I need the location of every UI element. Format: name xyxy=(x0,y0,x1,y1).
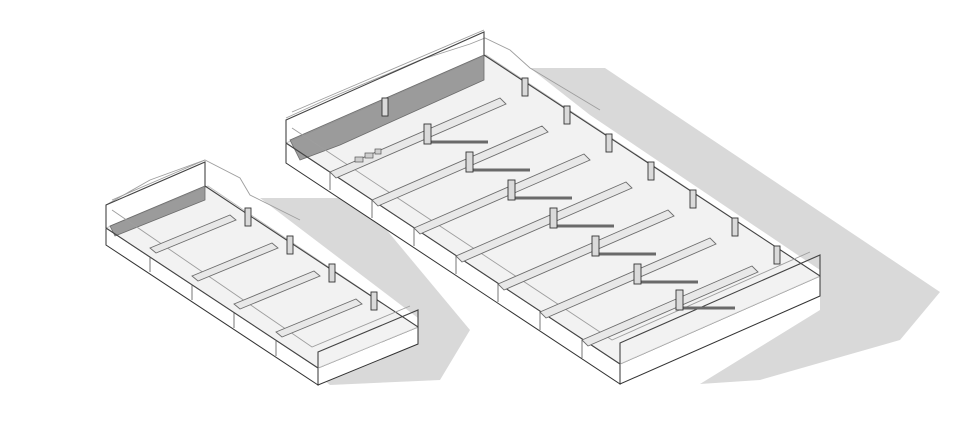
small-rib-4 xyxy=(275,298,363,338)
small-upper-frame xyxy=(111,209,411,348)
large-greenhouse xyxy=(285,29,940,385)
large-rib-4 xyxy=(455,181,633,263)
large-column-3 xyxy=(605,133,613,153)
small-rib-3 xyxy=(233,270,321,310)
small-greenhouse xyxy=(105,159,470,386)
small-column-4 xyxy=(370,291,378,311)
small-base-ticks xyxy=(149,257,277,356)
large-column-7 xyxy=(773,245,781,265)
small-back-wall xyxy=(109,185,206,237)
large-inner-column-3 xyxy=(507,179,516,201)
small-column-2 xyxy=(286,235,294,255)
large-column-6 xyxy=(731,217,739,237)
large-roof-line xyxy=(291,29,485,113)
small-ribs xyxy=(149,214,363,338)
large-rib-2 xyxy=(371,125,549,207)
small-front-frame xyxy=(105,227,319,369)
small-top-frame xyxy=(105,161,206,228)
large-inner-column-1 xyxy=(423,123,432,145)
large-column-2 xyxy=(563,105,571,125)
small-rib-2 xyxy=(191,242,279,282)
small-roof-line xyxy=(111,159,206,201)
large-inner-column-7 xyxy=(675,289,684,311)
large-rib-7 xyxy=(581,265,759,347)
large-column-5 xyxy=(689,189,697,209)
large-rib-6 xyxy=(539,237,717,319)
large-front-frame xyxy=(285,142,621,365)
large-shadow xyxy=(530,68,940,384)
large-beams xyxy=(428,140,735,310)
large-column-1 xyxy=(521,77,529,97)
large-side-frame xyxy=(483,54,821,364)
large-rib-1 xyxy=(329,97,507,179)
large-ribs xyxy=(329,97,759,347)
small-side-frame xyxy=(204,185,419,368)
large-inner-column-6 xyxy=(633,263,642,285)
large-equipment xyxy=(354,148,382,163)
large-inner-column-2 xyxy=(465,151,474,173)
large-top-frame xyxy=(285,31,485,143)
large-roof-ridge xyxy=(285,37,601,119)
large-inner-column-5 xyxy=(591,235,600,257)
large-inner-columns xyxy=(423,123,684,311)
small-rib-1 xyxy=(149,214,237,254)
large-rib-5 xyxy=(497,209,675,291)
large-rib-3 xyxy=(413,153,591,235)
small-column-3 xyxy=(328,263,336,283)
large-columns xyxy=(381,77,781,265)
small-roof-ridge xyxy=(105,159,301,221)
large-column-4 xyxy=(647,161,655,181)
small-columns xyxy=(244,207,378,311)
small-column-1 xyxy=(244,207,252,227)
large-base-ticks xyxy=(329,172,583,358)
large-column-back xyxy=(381,97,389,117)
large-inner-column-4 xyxy=(549,207,558,229)
large-upper-frame xyxy=(291,127,811,341)
